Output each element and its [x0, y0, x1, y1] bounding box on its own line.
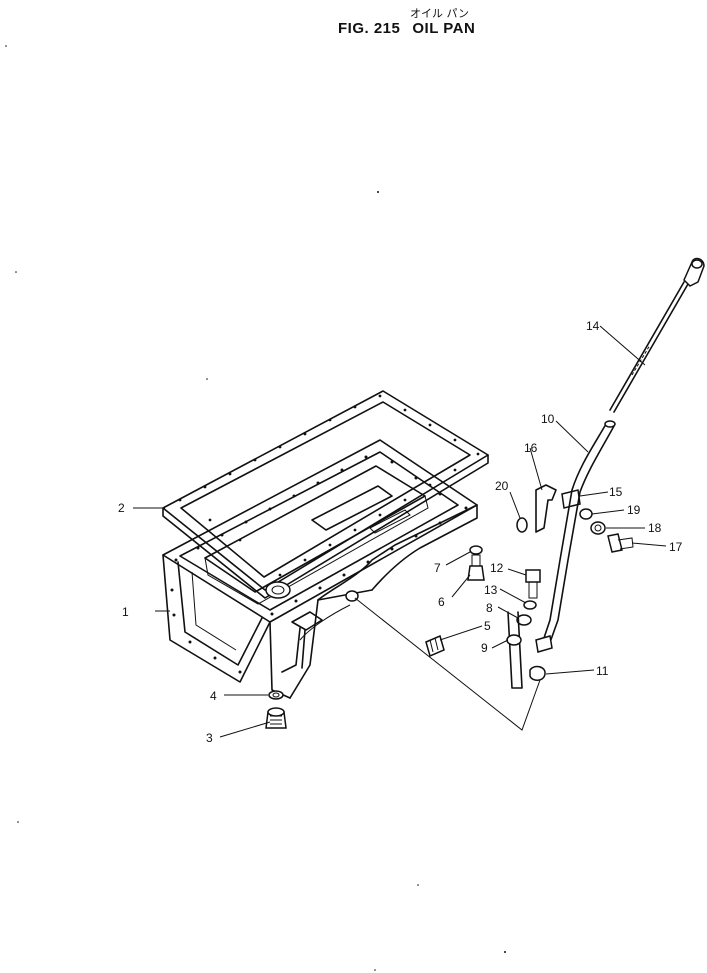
small-parts [265, 484, 634, 729]
callout-13: 13 [484, 583, 498, 597]
title-japanese: オイル パン [410, 7, 470, 20]
callout-17: 17 [669, 540, 683, 554]
callout-6: 6 [438, 595, 445, 609]
leader-lines [133, 325, 667, 738]
callout-3: 3 [206, 731, 213, 745]
callout-9: 9 [481, 641, 488, 655]
callout-2: 2 [118, 501, 125, 515]
callout-14: 14 [586, 319, 600, 333]
dipstick-assembly [535, 257, 705, 653]
callout-18: 18 [648, 521, 662, 535]
page-title: FIG. 215 OIL PAN [338, 20, 475, 37]
callout-1: 1 [122, 605, 129, 619]
callout-20: 20 [495, 479, 509, 493]
oil-pan-drawing [162, 439, 478, 699]
scan-specks [5, 45, 506, 971]
callout-10: 10 [541, 412, 555, 426]
figure-name: OIL PAN [412, 20, 476, 37]
callout-11: 11 [596, 664, 609, 678]
figure-number: FIG. 215 [338, 20, 401, 37]
callout-15: 15 [609, 485, 623, 499]
callout-7: 7 [434, 561, 441, 575]
gasket-drawing [162, 390, 489, 599]
callout-12: 12 [490, 561, 504, 575]
callout-5: 5 [484, 619, 491, 633]
callout-16: 16 [524, 441, 538, 455]
callout-8: 8 [486, 601, 493, 615]
callout-4: 4 [210, 689, 217, 703]
callout-19: 19 [627, 503, 641, 517]
callout-numbers: 1 2 3 4 5 6 7 8 9 10 11 12 13 14 15 16 1… [118, 319, 683, 745]
page-header: オイル パン FIG. 215 OIL PAN [0, 0, 707, 50]
